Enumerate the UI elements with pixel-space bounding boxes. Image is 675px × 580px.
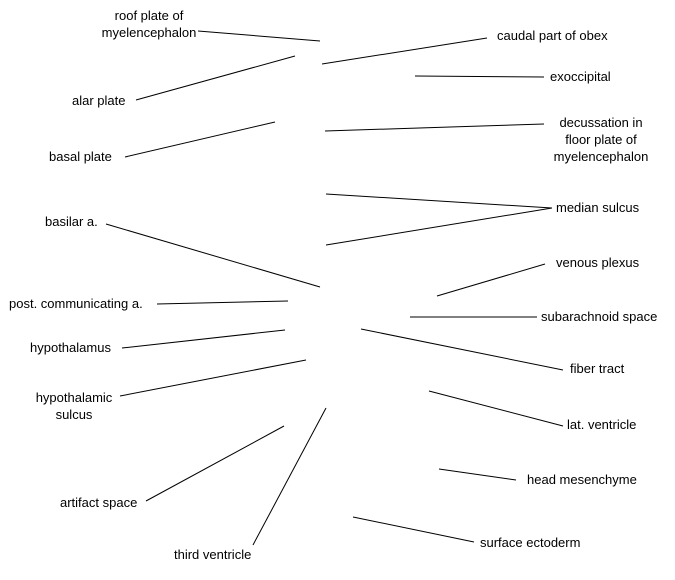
label-decussation-line2: floor plate of	[565, 132, 637, 147]
leader-caudal-obex	[321, 37, 488, 65]
label-lat-ventricle: lat. ventricle	[567, 417, 637, 432]
leader-basal-plate	[124, 121, 276, 158]
leader-decussation	[324, 123, 545, 132]
label-hypothalamic-sulcus-line1: hypothalamic	[35, 390, 113, 405]
label-alar-plate: alar plate	[72, 93, 126, 108]
leader-lat-ventricle	[428, 390, 564, 427]
label-decussation: decussation in floor plate of myelenceph…	[554, 114, 649, 165]
label-exoccipital: exoccipital	[550, 69, 611, 84]
label-basilar: basilar a.	[45, 214, 98, 229]
label-hypothalamic-sulcus: hypothalamic sulcus	[36, 389, 113, 423]
leader-exoccipital	[414, 75, 545, 78]
label-post-comm: post. communicating a.	[9, 296, 143, 311]
leader-median-sulcus-2	[325, 207, 553, 246]
leader-roof-plate	[197, 30, 321, 42]
leader-head-mesenchyme	[438, 468, 517, 481]
leader-post-comm	[156, 300, 289, 305]
label-fiber-tract: fiber tract	[570, 361, 625, 376]
label-roof-plate-line2: myelencephalon	[101, 25, 197, 40]
label-basal-plate: basal plate	[49, 149, 112, 164]
leader-basilar	[105, 223, 321, 288]
label-surface-ectoderm: surface ectoderm	[480, 535, 581, 550]
label-hypothalamic-sulcus-line2: sulcus	[55, 407, 93, 422]
label-caudal-obex: caudal part of obex	[497, 28, 608, 43]
leader-venous-plexus	[436, 263, 546, 297]
label-head-mesenchyme: head mesenchyme	[527, 472, 637, 487]
leader-surface-ectoderm	[352, 516, 475, 543]
leader-median-sulcus-1	[325, 193, 553, 209]
leader-hypothalamic-sulcus	[119, 359, 307, 397]
leader-hypothalamus	[121, 329, 286, 349]
label-venous-plexus: venous plexus	[556, 255, 640, 270]
label-roof-plate: roof plate of myelencephalon	[102, 7, 197, 41]
leader-third-ventricle	[252, 407, 327, 546]
label-artifact-space: artifact space	[60, 495, 138, 510]
label-decussation-line1: decussation in	[559, 115, 643, 130]
leader-alar-plate	[135, 55, 296, 101]
label-roof-plate-line1: roof plate of	[114, 8, 184, 23]
label-hypothalamus: hypothalamus	[30, 340, 111, 355]
leader-fiber-tract	[360, 328, 564, 371]
label-subarachnoid: subarachnoid space	[541, 309, 658, 324]
label-median-sulcus: median sulcus	[556, 200, 640, 215]
label-third-ventricle: third ventricle	[174, 547, 252, 562]
leader-artifact-space	[145, 425, 285, 502]
label-decussation-line3: myelencephalon	[553, 149, 649, 164]
